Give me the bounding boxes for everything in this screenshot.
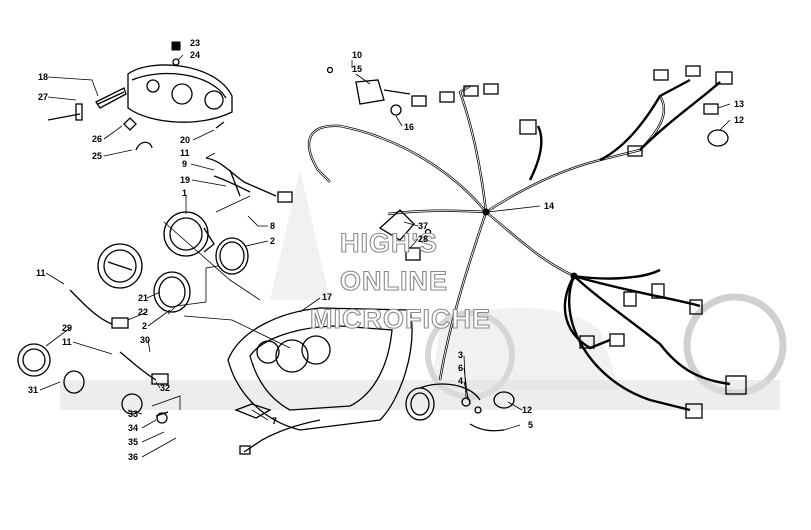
callout-26: 26 xyxy=(92,134,102,144)
callout-11-middle: 11 xyxy=(36,268,46,278)
callout-22: 22 xyxy=(138,307,148,317)
callout-6: 6 xyxy=(458,363,463,373)
callout-18: 18 xyxy=(38,72,48,82)
callout-30: 30 xyxy=(140,335,150,345)
main-wiring-harness xyxy=(307,65,747,419)
callout-2-lower: 2 xyxy=(142,321,147,331)
callout-labels: 23 24 18 27 26 25 20 11 9 19 1 8 2 11 21… xyxy=(28,38,744,462)
callout-2-upper: 2 xyxy=(270,236,275,246)
callout-33: 33 xyxy=(128,409,138,419)
gauge-assembly-middle xyxy=(69,243,191,329)
callout-35: 35 xyxy=(128,437,138,447)
callout-37: 37 xyxy=(418,221,428,231)
lower-cable xyxy=(239,419,321,455)
callout-21: 21 xyxy=(138,293,148,303)
callout-5: 5 xyxy=(528,420,533,430)
callout-15: 15 xyxy=(352,64,362,74)
gauge-assembly-lower xyxy=(17,343,169,424)
callout-20: 20 xyxy=(180,135,190,145)
callout-4: 4 xyxy=(458,376,463,386)
instrument-housing-top xyxy=(47,41,233,151)
callout-12-upper: 12 xyxy=(734,115,744,125)
callout-29: 29 xyxy=(62,323,72,333)
callout-31: 31 xyxy=(28,385,38,395)
watermark: HIGH'S ONLINE MICROFICHE xyxy=(309,227,491,334)
callout-7: 7 xyxy=(272,416,277,426)
watermark-line2: ONLINE xyxy=(340,266,448,296)
callout-25: 25 xyxy=(92,151,102,161)
callout-27: 27 xyxy=(38,92,48,102)
dash-panel xyxy=(227,307,413,431)
watermark-line1: HIGH'S xyxy=(340,228,438,258)
callout-28: 28 xyxy=(418,234,428,244)
callout-10: 10 xyxy=(352,50,362,60)
callout-1: 1 xyxy=(182,188,187,198)
callout-17: 17 xyxy=(322,292,332,302)
leader-lines xyxy=(39,45,731,458)
callout-11-upper: 11 xyxy=(180,148,190,158)
callout-34: 34 xyxy=(128,423,138,433)
headlight-assembly xyxy=(405,383,515,432)
callout-19: 19 xyxy=(180,175,190,185)
callout-8: 8 xyxy=(270,221,275,231)
callout-11-lower: 11 xyxy=(62,337,72,347)
switch-middle xyxy=(378,209,432,261)
callout-36: 36 xyxy=(128,452,138,462)
callout-12-lower: 12 xyxy=(522,405,532,415)
callout-23: 23 xyxy=(190,38,200,48)
callout-14: 14 xyxy=(544,201,554,211)
callout-32: 32 xyxy=(160,383,170,393)
callout-16: 16 xyxy=(404,122,414,132)
gauge-assembly-upper xyxy=(163,157,293,275)
callout-24: 24 xyxy=(190,50,200,60)
switch-upper xyxy=(326,66,411,116)
watermark-line3: MICROFICHE xyxy=(310,304,491,334)
callout-13: 13 xyxy=(734,99,744,109)
callout-9: 9 xyxy=(182,159,187,169)
callout-3: 3 xyxy=(458,350,463,360)
